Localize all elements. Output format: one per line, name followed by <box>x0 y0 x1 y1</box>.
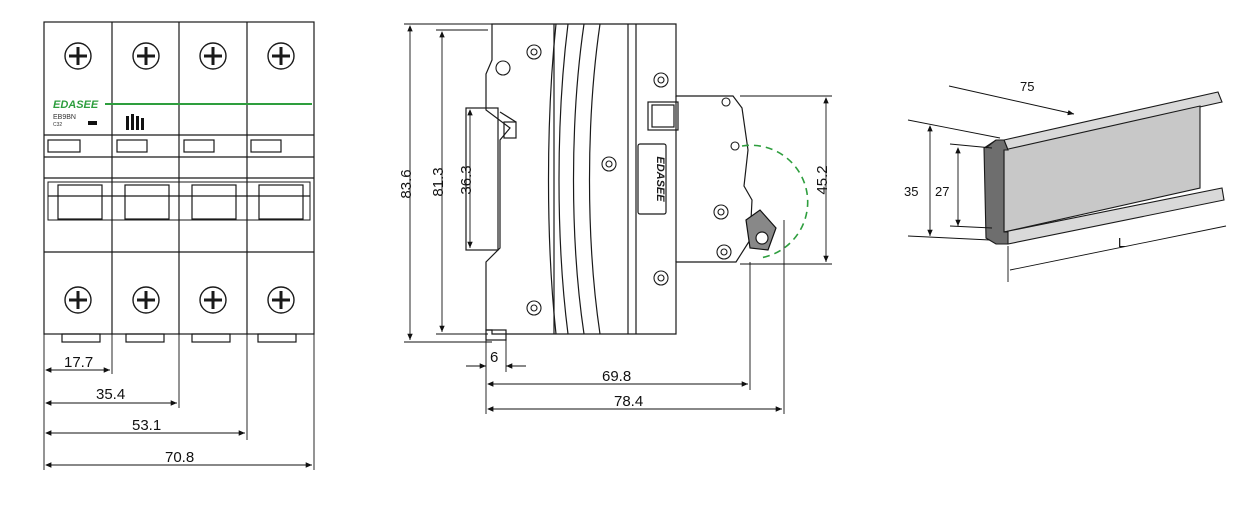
din-rail <box>983 91 1225 245</box>
dim-81-3: 81.3 <box>430 167 447 196</box>
dim-36-3: 36.3 <box>458 165 475 194</box>
side-view-brand-label: EDASEE <box>654 156 666 202</box>
screw-icon <box>267 286 295 314</box>
front-brand-text: EDASEE <box>53 99 99 111</box>
dim-45-2-group: 45.2 <box>814 165 831 194</box>
dim-53-1: 53.1 <box>132 417 161 434</box>
rivet-icon <box>716 244 732 260</box>
dim-45-2: 45.2 <box>814 165 831 194</box>
dim-36-3-group: 36.3 <box>458 165 475 194</box>
front-rating-text: C32 <box>53 122 62 128</box>
side-dimensions <box>404 23 832 414</box>
screw-icon <box>267 42 295 70</box>
dim-69-8: 69.8 <box>602 368 631 385</box>
dim-83-6: 83.6 <box>398 169 415 198</box>
dim-l: L <box>1118 235 1125 250</box>
rivets <box>495 44 740 316</box>
dim-35: 35 <box>904 184 918 199</box>
side-body-outline <box>485 23 753 335</box>
front-view <box>43 21 315 343</box>
terminal-screws-bottom <box>64 286 295 314</box>
rivet-icon <box>713 204 729 220</box>
dim-17-7: 17.7 <box>64 354 93 371</box>
rivet-icon <box>601 156 617 172</box>
side-brand-text: EDASEE <box>654 156 666 202</box>
dim-35-4: 35.4 <box>96 386 125 403</box>
dim-81-3-group: 81.3 <box>430 167 447 196</box>
screw-icon <box>132 42 160 70</box>
din-rail-dimensions <box>907 85 1227 282</box>
dim-75: 75 <box>1020 79 1034 94</box>
indicator-mark <box>88 121 97 125</box>
dim-27: 27 <box>935 184 949 199</box>
lever-swing-arc <box>741 144 809 259</box>
screw-icon <box>199 42 227 70</box>
rivet-icon <box>653 270 669 286</box>
dim-83-6-group: 83.6 <box>398 169 415 198</box>
screw-icon <box>199 286 227 314</box>
rivet-icon <box>526 44 542 60</box>
dim-70-8: 70.8 <box>165 449 194 466</box>
screw-icon <box>64 42 92 70</box>
dim-6: 6 <box>490 349 498 366</box>
screw-icon <box>64 286 92 314</box>
rivet-icon <box>526 300 542 316</box>
front-dimensions <box>43 334 315 470</box>
side-view <box>465 23 777 341</box>
front-model-text: EB9BN <box>53 114 76 121</box>
screw-icon <box>132 286 160 314</box>
rivet-icon <box>653 72 669 88</box>
certification-mark-icon <box>126 114 144 130</box>
dim-78-4: 78.4 <box>614 393 643 410</box>
terminal-screws-top <box>64 42 295 70</box>
